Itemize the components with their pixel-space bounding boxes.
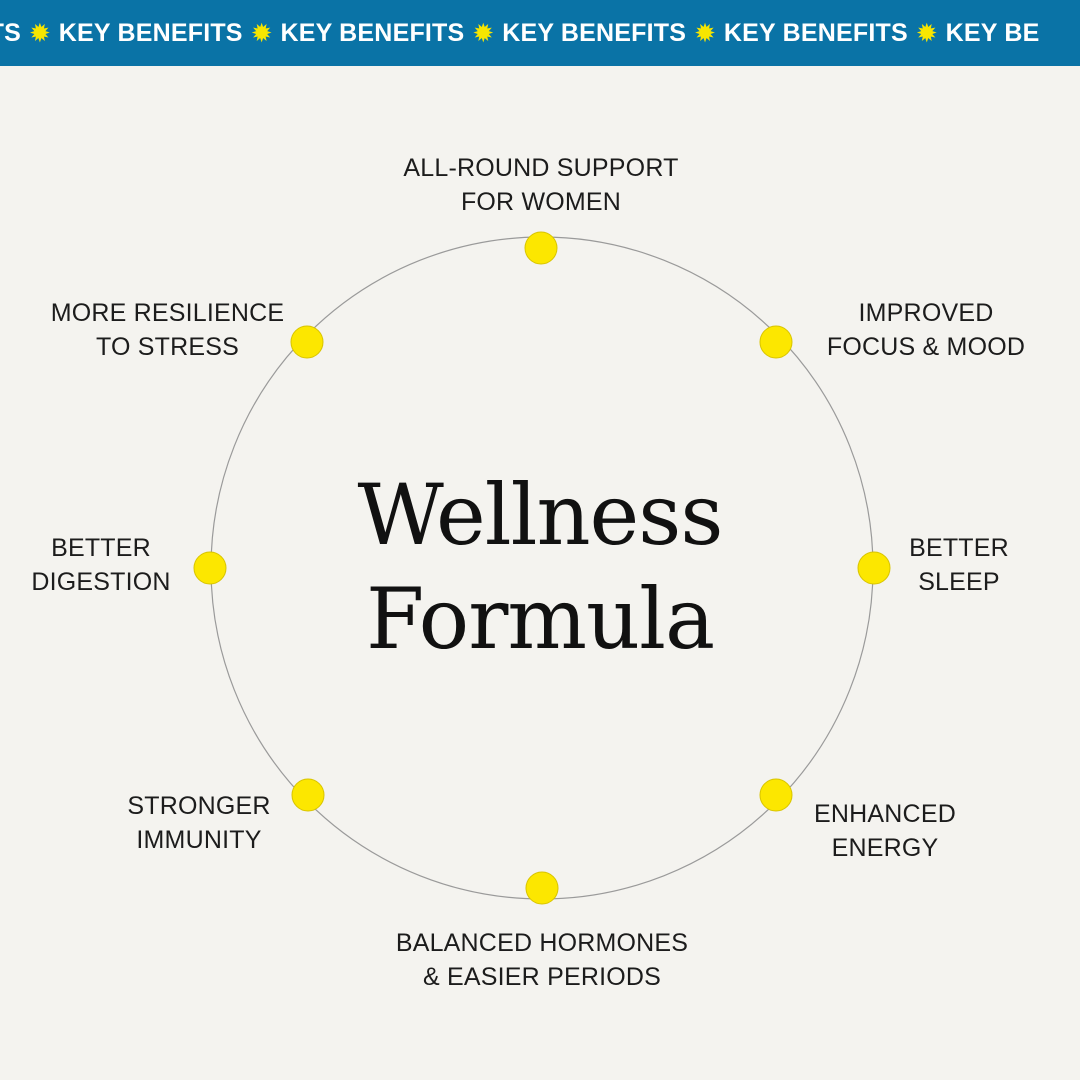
benefit-label-line: BETTER [51,534,151,562]
benefit-node-stress [290,325,324,359]
ticker-item: KEY BE [946,19,1040,48]
benefit-label-line: BETTER [909,534,1009,562]
ticker-text: KEY BENEFITS [280,18,465,47]
benefit-node-sleep [857,551,891,585]
benefit-label-digestion: BETTER DIGESTION [16,531,186,599]
ticker-text: FITS [0,18,21,47]
benefit-node-all-round-support [524,231,558,265]
title-line-1: Wellness [357,466,724,564]
title-line-2: Formula [365,570,715,668]
sparkle-icon: ✹ [472,18,495,48]
sparkle-icon: ✹ [250,18,273,48]
ticker-item: KEY BENEFITS ✹ [280,19,502,48]
benefit-label-line: ENHANCED [814,800,956,828]
benefit-label-hormones: BALANCED HORMONES & EASIER PERIODS [342,926,742,994]
ticker-item: FITS ✹ [0,19,59,48]
benefit-node-digestion [193,551,227,585]
benefit-label-energy: ENHANCED ENERGY [795,797,975,865]
benefit-label-line: FOCUS & MOOD [826,333,1026,361]
benefit-label-line: STRONGER [127,792,271,820]
benefit-node-energy [759,778,793,812]
benefit-label-line: FOR WOMEN [460,188,622,216]
ticker-text: KEY BE [945,18,1040,47]
benefit-label-line: MORE RESILIENCE [50,299,285,327]
key-benefits-banner: FITS ✹ KEY BENEFITS ✹ KEY BENEFITS ✹ KEY… [0,0,1080,66]
sparkle-icon: ✹ [28,18,51,48]
benefit-label-line: ENERGY [831,834,939,862]
benefit-label-line: DIGESTION [31,568,171,596]
benefit-label-sleep: BETTER SLEEP [889,531,1029,599]
benefit-label-line: SLEEP [918,568,1000,596]
benefit-label-stress: MORE RESILIENCE TO STRESS [30,296,305,364]
sparkle-icon: ✹ [915,18,938,48]
benefit-label-line: & EASIER PERIODS [423,963,661,991]
benefit-label-line: ALL-ROUND SUPPORT [403,154,679,182]
benefit-label-focus-mood: IMPROVED FOCUS & MOOD [806,296,1046,364]
benefit-node-focus-mood [759,325,793,359]
ticker-text: KEY BENEFITS [502,18,687,47]
benefit-label-line: IMPROVED [858,299,994,327]
center-title: Wellness Formula [290,463,790,671]
benefit-label-all-round-support: ALL-ROUND SUPPORT FOR WOMEN [341,151,741,219]
ticker-text: KEY BENEFITS [58,18,243,47]
benefit-label-immunity: STRONGER IMMUNITY [104,789,294,857]
benefit-node-hormones [525,871,559,905]
benefits-ticker: FITS ✹ KEY BENEFITS ✹ KEY BENEFITS ✹ KEY… [0,0,1039,66]
benefit-node-immunity [291,778,325,812]
sparkle-icon: ✹ [694,18,716,48]
benefit-label-line: BALANCED HORMONES [395,929,689,957]
ticker-item: KEY BENEFITS ✹ [724,19,946,48]
ticker-item: KEY BENEFITS ✹ [502,19,724,48]
benefit-label-line: TO STRESS [95,333,240,361]
ticker-item: KEY BENEFITS ✹ [59,19,281,48]
ticker-text: KEY BENEFITS [723,18,908,47]
benefit-label-line: IMMUNITY [136,826,262,854]
